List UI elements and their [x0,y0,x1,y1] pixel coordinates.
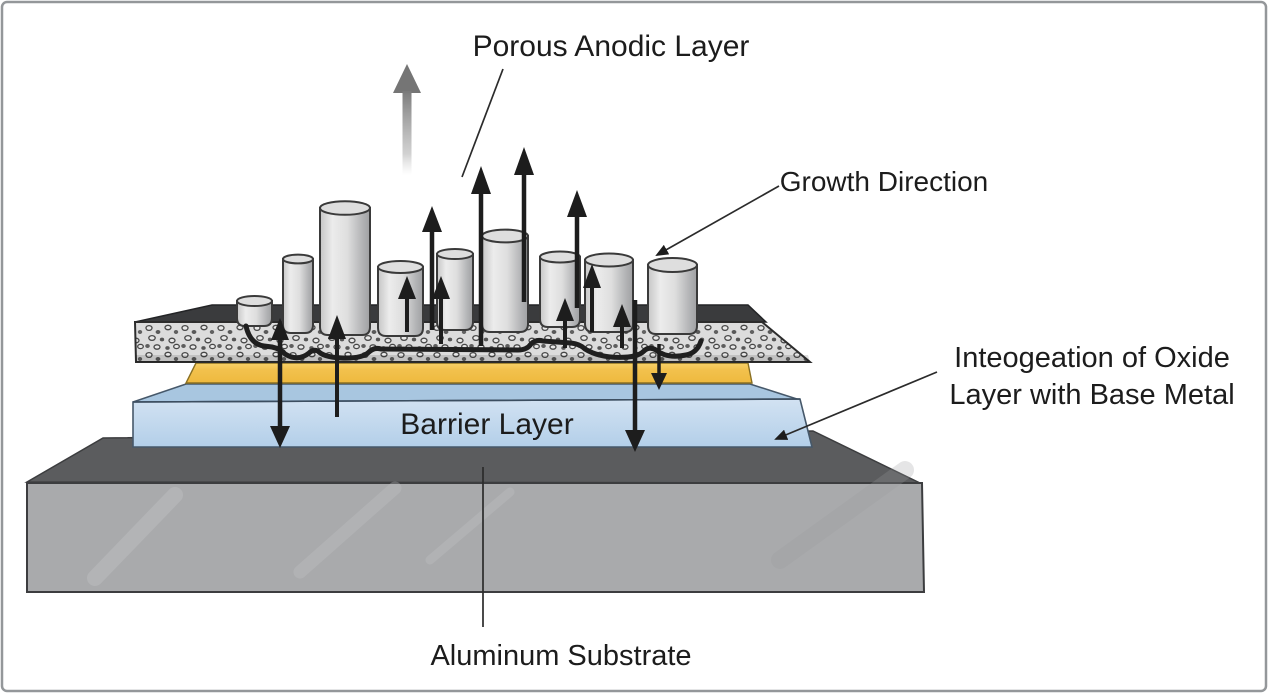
up-arrow [471,166,491,346]
up-arrow [613,304,631,348]
aluminum-substrate-label: Aluminum Substrate [430,640,691,672]
double-arrow-porous-to-barrier [270,318,290,448]
growth-leader-arrow [655,185,780,256]
pore-columns [236,200,698,337]
through-layer-arrows [270,300,667,452]
down-arrow-to-barrier [625,300,645,452]
pore-column [282,253,314,334]
growth-direction-label: Growth Direction [780,166,989,197]
pore-column [236,295,273,327]
barrier-face-edge [132,398,801,403]
fading-growth-arrow-icon [393,64,421,175]
substrate-front-face [26,482,926,593]
porous-bottom-shade [136,355,810,362]
substrate-streak [425,487,515,565]
oxide-yellow-layer [184,362,753,384]
up-arrow [514,147,534,302]
up-arrow [398,276,416,332]
substrate-streak [87,487,183,586]
pore-column [481,228,529,333]
barrier-layer-label: Barrier Layer [400,408,573,441]
porous-leader-line [461,68,504,178]
substrate-streak [771,461,914,569]
growth-arrows-up [398,147,631,348]
integration-label-line2: Layer with Base Metal [949,379,1234,411]
down-arrow-to-oxide [651,344,667,390]
up-arrow [432,276,450,344]
pore-column [539,250,581,328]
up-arrow [422,206,442,330]
integration-label-line1: Inteogeation of Oxide [954,342,1230,374]
aluminum-substrate-block [24,430,926,593]
pore-column [436,248,474,331]
porous-anodic-layer-label: Porous Anodic Layer [473,30,750,63]
pore-column [647,257,698,335]
up-arrow-from-barrier [328,315,346,417]
pore-base-scallop-line [243,323,704,361]
integration-leader-arrow [774,371,938,440]
substrate-streak [293,481,402,579]
pore-column [377,260,424,337]
up-arrow [567,190,587,308]
up-arrow [583,264,601,332]
up-arrow [556,298,574,348]
pore-column [319,200,371,336]
leader-lines [461,68,938,627]
